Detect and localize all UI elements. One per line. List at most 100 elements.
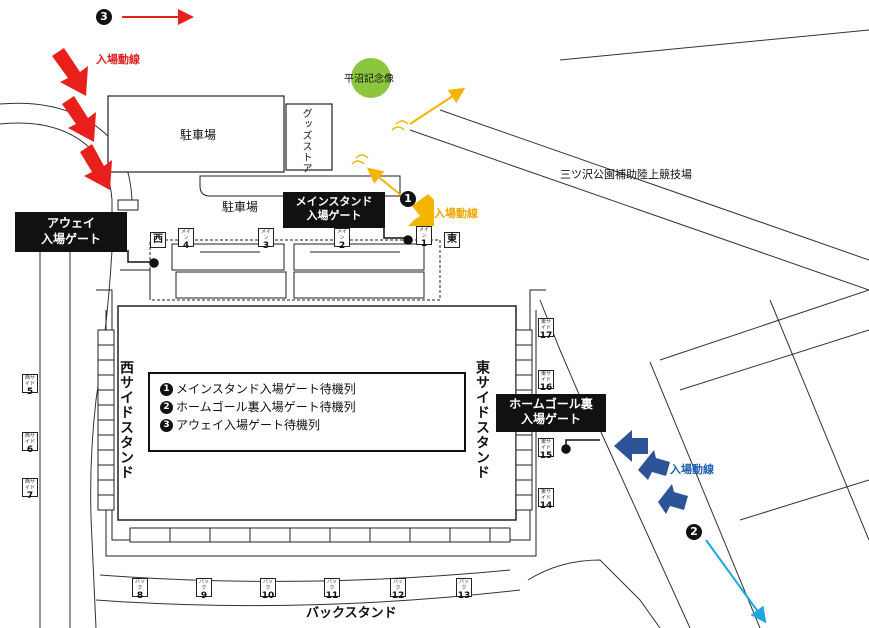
main-stand-gate-box: メインスタンド 入場ゲート [283,192,385,228]
gate-tag-no: 5 [26,387,34,397]
gate-tag-kind: バック [198,579,209,591]
back-stand-seats [129,527,511,543]
away-gate-box: アウェイ 入場ゲート [15,212,127,252]
gate-tag-kind: バック [134,579,145,591]
legend-item: 3 アウェイ入場ゲート待機列 [160,416,454,434]
gate-tag-kind: 西サイド [24,433,35,445]
east-stand-label: 東サイドスタンド [474,360,490,480]
aux-field-label: 三ツ沢公園補助陸上競技場 [560,168,692,181]
gate-tag-no: 4 [182,241,190,251]
main-gate-line2: 入場ゲート [306,209,362,222]
gate-tag-kind: バック [262,579,273,591]
red-route-arrows [52,48,112,190]
statue-circle [351,58,391,98]
statue-label: 平沼記念像 [344,74,394,85]
away-gate-line1: アウェイ [46,216,95,230]
gate-tag-kind: 東サイド [540,439,551,451]
gate-tag-east-corner: 東 [444,232,460,248]
legend-number-3: 3 [160,418,173,432]
main-gate-number: 1 [400,191,416,207]
orange-route-label: 入場動線 [434,207,478,220]
gate-tag-kind: メイン [418,227,429,239]
home-gate-number: 2 [686,524,702,540]
legend-number-2: 2 [160,400,173,414]
gate-tag-no: 10 [261,591,275,601]
gate-tag-kind: メイン [260,229,271,241]
legend-text-3: アウェイ入場ゲート待機列 [176,418,321,432]
gate-tag-no: 3 [262,241,270,251]
gate-tag-no: 17 [539,331,553,341]
gate-tag-kind: バック [458,579,469,591]
gate-tag-no: 16 [539,383,553,393]
gate-tag-no: 12 [391,591,405,601]
gate-tag-no: 14 [539,501,553,511]
away-gate-line2: 入場ゲート [40,232,101,246]
back-stand-label: バックスタンド [306,606,397,621]
gate-tag-no: 1 [420,239,428,249]
legend-text-1: メインスタンド入場ゲート待機列 [176,382,356,396]
gate-tag-no: 15 [539,451,553,461]
home-gate-line1: ホームゴール裏 [509,397,593,411]
gate-tag-no: 6 [26,445,34,455]
top-route-number: 3 [96,9,112,25]
home-gate-line2: 入場ゲート [520,412,581,426]
gate-tag-west-corner: 西 [150,232,166,248]
gate-tag-kind: 東サイド [540,371,551,383]
blue-route-label: 入場動線 [670,463,714,476]
legend-box: 1 メインスタンド入場ゲート待機列 2 ホームゴール裏入場ゲート待機列 3 アウ… [148,372,466,452]
orange-route [351,87,466,226]
main-stand-building [149,239,441,301]
gate-tag-no: 8 [136,591,144,601]
main-gate-line1: メインスタンド [295,195,373,208]
parking-small-label: 駐車場 [222,200,259,214]
gate-tag-kind: バック [326,579,337,591]
road-lines [0,29,869,628]
cyan-route [705,539,767,624]
parking-large-label: 駐車場 [180,128,217,142]
gate-tag-no: 13 [457,591,471,601]
goods-store-building [285,103,333,171]
main-gate-number-text: 1 [404,192,412,205]
gate-tag-kind: バック [392,579,403,591]
gate-tag-no: 7 [26,491,34,501]
gate-tag-kind: 西サイド [24,375,35,387]
gate-tag-kind: 東サイド [540,319,551,331]
gate-tag-no: 11 [325,591,339,601]
goods-store-label: グッズストア [300,108,311,174]
red-route-label: 入場動線 [96,53,140,66]
top-route-number-text: 3 [100,10,108,23]
parking-large-lot [107,95,285,173]
west-stand-label: 西サイドスタンド [118,360,134,480]
gate-tag-no: 9 [200,591,208,601]
legend-number-1: 1 [160,382,173,396]
gate-tag-kind: メイン [336,229,347,241]
home-goal-gate-box: ホームゴール裏 入場ゲート [496,394,606,432]
gate-tag-kind: メイン [180,229,191,241]
legend-item: 1 メインスタンド入場ゲート待機列 [160,380,454,398]
gate-tag-no: 2 [338,241,346,251]
legend-item: 2 ホームゴール裏入場ゲート待機列 [160,398,454,416]
blue-route-arrows [614,430,688,514]
home-gate-number-text: 2 [690,525,698,538]
gate-tag-kind: 西サイド [24,479,35,491]
gate-tag-kind: 東サイド [540,489,551,501]
